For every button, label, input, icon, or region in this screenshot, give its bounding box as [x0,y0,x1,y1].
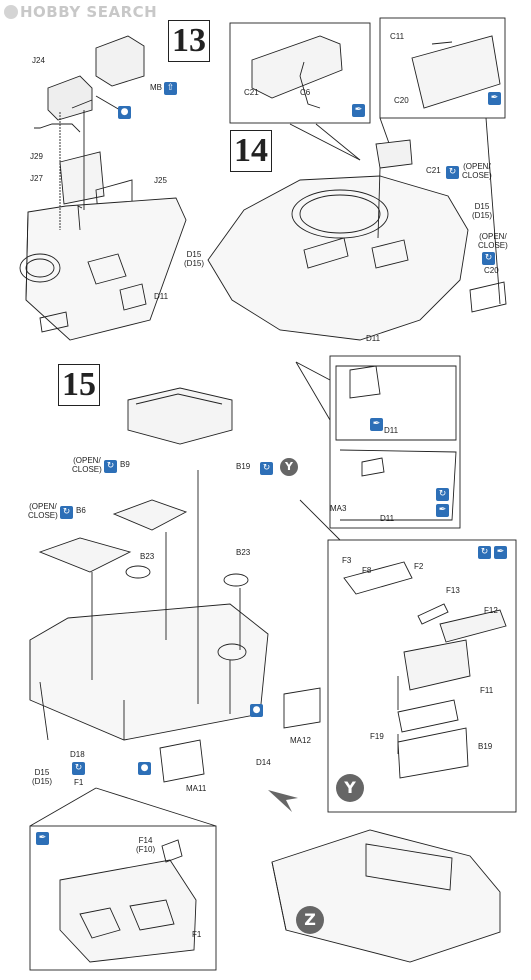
glue-bottle-icon: ● [118,106,131,119]
step-13-number: 13 [168,20,210,62]
rotate-arrows-icon: ↻ [446,166,459,179]
watermark-text: HOBBY SEARCH [20,3,158,21]
rotate-arrows-icon: ↻ [478,546,491,559]
z-view-hull [271,829,501,963]
cement-brush-icon: ✒ [436,504,449,517]
marker-y-step15: Y [280,458,298,476]
label-j24: J24 [32,56,45,65]
label-b9: B9 [120,460,130,469]
cement-brush-icon: ✒ [494,546,507,559]
label-open-close-b9: (OPEN/ CLOSE) [72,456,102,474]
label-f3: F3 [342,556,352,565]
rotate-arrows-icon: ↻ [436,488,449,501]
label-b19-y: B19 [478,742,493,751]
glue-bottle-icon: ● [138,762,151,775]
label-ma3: MA3 [330,504,347,513]
label-d15-hull: D15 (D15) [32,768,53,786]
label-b6: B6 [76,506,86,515]
label-f8: F8 [362,566,372,575]
label-ma11: MA11 [186,784,207,793]
label-f14: F14 (F10) [136,836,156,854]
step15-inset-d11 [295,355,461,529]
label-b23-left: B23 [140,552,155,561]
step14-turret [207,139,507,341]
cement-brush-icon: ✒ [352,104,365,117]
label-f2: F2 [414,562,424,571]
label-c21-main: C21 [426,166,441,175]
step15-hull-assembly [29,387,321,827]
label-open-close-b6: (OPEN/ CLOSE) [28,502,58,520]
label-f11: F11 [480,686,494,695]
cement-brush-icon: ✒ [488,92,501,105]
rotate-arrows-icon: ↻ [72,762,85,775]
label-j29: J29 [30,152,43,161]
label-d15-left: D15 (D15) [184,250,205,268]
label-d11-zoom1: D11 [384,426,399,435]
label-j25: J25 [154,176,167,185]
label-c20-inset: C20 [394,96,409,105]
label-f12: F12 [484,606,498,615]
label-open-close-c21: (OPEN/ CLOSE) [462,162,492,180]
cement-brush-icon: ✒ [370,418,383,431]
label-b19-hatch: B19 [236,462,251,471]
rotate-arrows-icon: ↻ [104,460,117,473]
label-f1-inset: F1 [192,930,202,939]
step15-inset-f1 [29,825,217,971]
label-c6: C6 [300,88,311,97]
label-d11-step14: D11 [366,334,381,343]
step-14-number: 14 [230,130,272,172]
watermark-logo: HOBBY SEARCH [4,3,157,21]
step13-assembly [19,35,187,341]
label-d11-zoom2: D11 [380,514,395,523]
cement-brush-icon: ✒ [36,832,49,845]
label-f13: F13 [446,586,460,595]
label-d11-step13: D11 [154,292,169,301]
label-ma12: MA12 [290,736,311,745]
arrow-to-z-view-icon [268,790,298,812]
label-c21-inset: C21 [244,88,259,97]
remove-up-arrow-icon: ⇧ [164,82,177,95]
label-j27: J27 [30,174,43,183]
rotate-arrows-icon: ↻ [260,462,273,475]
glue-bottle-icon: ● [250,704,263,717]
label-c20-main: C20 [484,266,499,275]
label-c11: C11 [390,32,405,41]
marker-y-inset: Y [336,774,364,802]
step-15-number: 15 [58,364,100,406]
label-d15-right: D15 (D15) [472,202,493,220]
label-d14: D14 [256,758,271,767]
hobby-search-badge-icon [4,5,18,19]
label-open-close-c20: (OPEN/ CLOSE) [478,232,508,250]
label-d18: D18 [70,750,85,759]
step14-inset-c20 [379,17,506,305]
marker-z: Z [296,906,324,934]
label-mb: MB [150,83,162,92]
label-f1-hull: F1 [74,778,84,787]
label-f19: F19 [370,732,384,741]
step15-inset-y [299,499,517,813]
step14-inset-c21 [229,22,371,161]
rotate-arrows-icon: ↻ [482,252,495,265]
rotate-arrows-icon: ↻ [60,506,73,519]
label-b23-right: B23 [236,548,251,557]
